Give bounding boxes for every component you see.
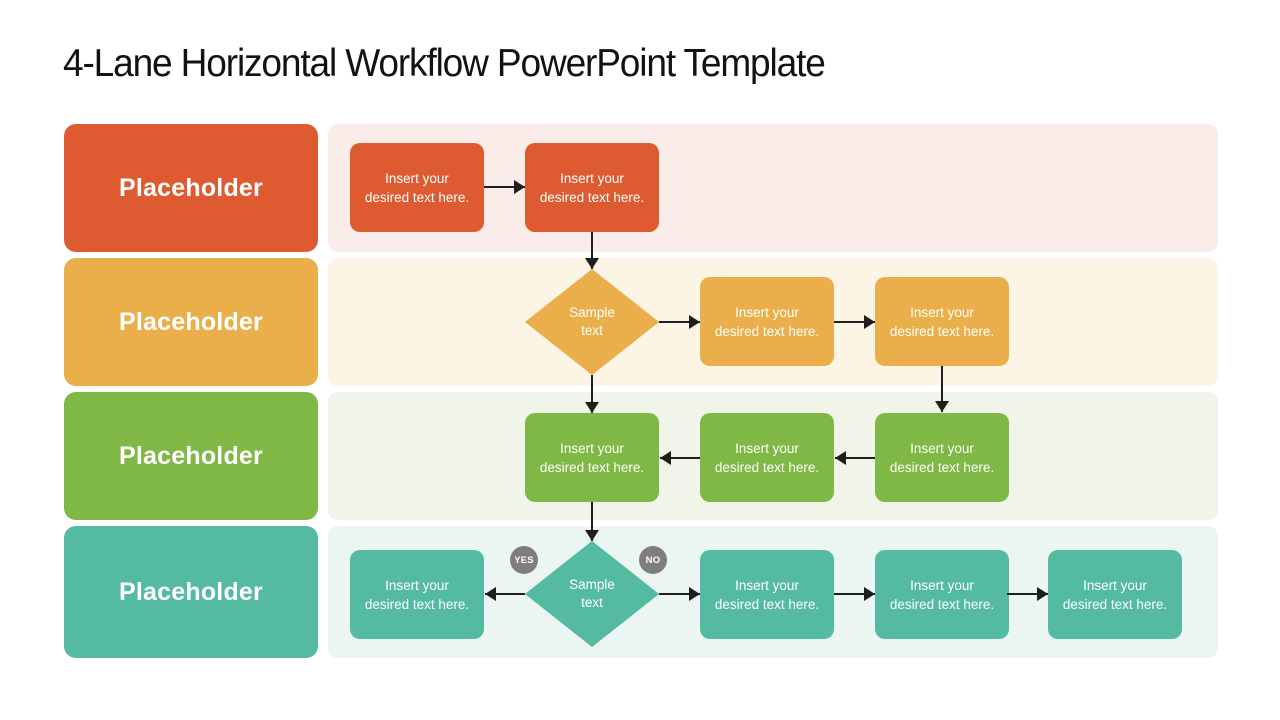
flow-box[interactable]: Insert your desired text here. [350, 550, 484, 639]
flow-box[interactable]: Insert your desired text here. [525, 143, 659, 232]
arrow-down-icon [585, 232, 599, 269]
flow-box[interactable]: Insert your desired text here. [700, 277, 834, 366]
lane-4-label-card[interactable]: Placeholder [64, 526, 318, 658]
flow-box[interactable]: Insert your desired text here. [525, 413, 659, 502]
lane-1-label: Placeholder [119, 173, 263, 202]
yes-badge: YES [510, 546, 538, 574]
lane-3-label-card[interactable]: Placeholder [64, 392, 318, 520]
lane-2-label: Placeholder [119, 307, 263, 336]
arrow-right-icon [834, 315, 875, 329]
arrow-right-icon [1007, 587, 1048, 601]
flow-box[interactable]: Insert your desired text here. [700, 413, 834, 502]
arrow-right-icon [484, 180, 525, 194]
lane-1-label-card[interactable]: Placeholder [64, 124, 318, 252]
flow-box[interactable]: Insert your desired text here. [1048, 550, 1182, 639]
flow-box[interactable]: Insert your desired text here. [700, 550, 834, 639]
no-badge: NO [639, 546, 667, 574]
flow-box[interactable]: Insert your desired text here. [875, 550, 1009, 639]
lane-row-1: Placeholder Insert your desired text her… [0, 124, 1280, 252]
arrow-down-icon [585, 502, 599, 541]
slide-title: 4-Lane Horizontal Workflow PowerPoint Te… [63, 42, 826, 85]
arrow-right-icon [659, 587, 700, 601]
arrow-down-icon [935, 366, 949, 412]
flow-box[interactable]: Insert your desired text here. [875, 413, 1009, 502]
arrow-left-icon [660, 451, 700, 465]
lane-2-label-card[interactable]: Placeholder [64, 258, 318, 386]
lane-row-2: Placeholder Sample text Insert your desi… [0, 258, 1280, 386]
lane-row-3: Placeholder Insert your desired text her… [0, 392, 1280, 520]
arrow-left-icon [485, 587, 525, 601]
flow-box[interactable]: Insert your desired text here. [875, 277, 1009, 366]
arrow-left-icon [835, 451, 875, 465]
lane-row-4: Placeholder Insert your desired text her… [0, 526, 1280, 658]
arrow-right-icon [659, 315, 700, 329]
arrow-right-icon [834, 587, 875, 601]
lane-4-label: Placeholder [119, 577, 263, 606]
lane-3-label: Placeholder [119, 441, 263, 470]
arrow-down-icon [585, 375, 599, 413]
flow-box[interactable]: Insert your desired text here. [350, 143, 484, 232]
